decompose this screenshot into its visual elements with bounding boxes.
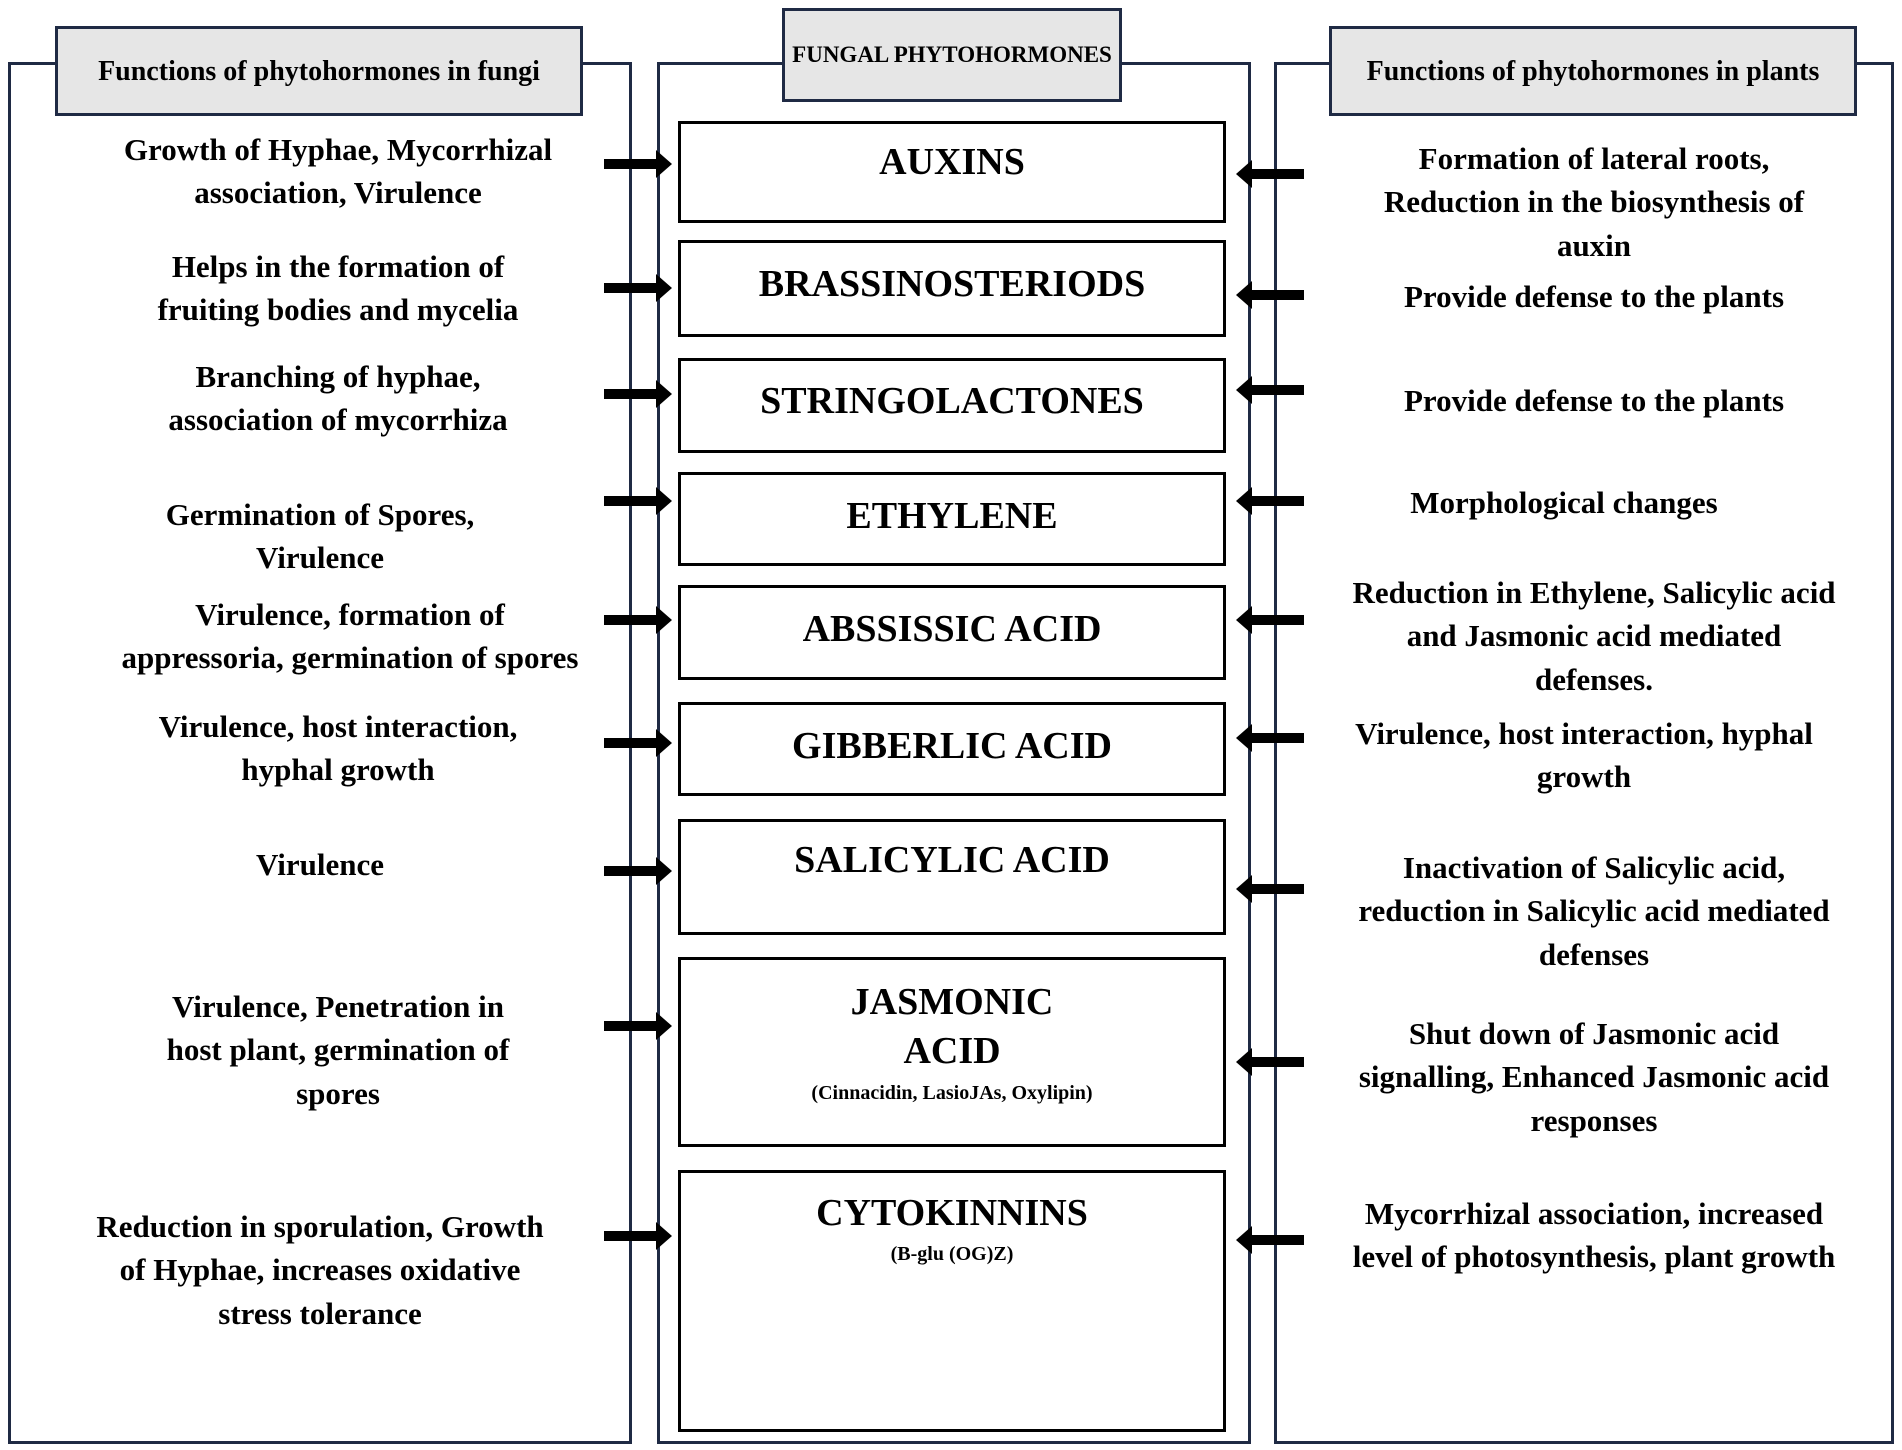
hormone-name: JASMONIC ACID <box>850 981 1054 1073</box>
arrow-left-icon <box>1236 724 1304 752</box>
arrow-right-icon <box>604 1222 672 1250</box>
plant-function-cytokinnins: Mycorrhizal association, increased level… <box>1352 1196 1836 1275</box>
hormone-name: AUXINS <box>879 141 1025 183</box>
plant-function-auxins: Formation of lateral roots, Reduction in… <box>1383 141 1805 263</box>
arrow-left-icon <box>1236 1048 1304 1076</box>
fungi-function-gibberlic-acid: Virulence, host interaction, hyphal grow… <box>158 709 518 788</box>
hormone-box-salicylic-acid: SALICYLIC ACID <box>678 819 1226 935</box>
header-fungi-functions: Functions of phytohormones in fungi <box>55 26 583 116</box>
hormone-name: ETHYLENE <box>846 495 1058 537</box>
fungi-function-stringolactones: Branching of hyphae, association of myco… <box>168 359 508 438</box>
hormone-box-cytokinnins: CYTOKINNINS (B-glu (OG)Z) <box>678 1170 1226 1432</box>
hormone-name: BRASSINOSTERIODS <box>758 263 1146 305</box>
plant-functions-panel <box>1274 62 1894 1444</box>
hormone-box-stringolactones: STRINGOLACTONES <box>678 358 1226 453</box>
arrow-left-icon <box>1236 376 1304 404</box>
arrow-left-icon <box>1236 875 1304 903</box>
arrow-left-icon <box>1236 160 1304 188</box>
hormone-subtypes: (Cinnacidin, LasioJAs, Oxylipin) <box>811 1081 1093 1104</box>
arrow-right-icon <box>604 857 672 885</box>
hormone-subtypes: (B-glu (OG)Z) <box>890 1243 1014 1266</box>
header-plant-functions: Functions of phytohormones in plants <box>1329 26 1857 116</box>
hormone-box-brassinosteriods: BRASSINOSTERIODS <box>678 240 1226 337</box>
arrow-right-icon <box>604 1012 672 1040</box>
arrow-right-icon <box>604 487 672 515</box>
plant-function-abssissic-acid: Reduction in Ethylene, Salicylic acid an… <box>1352 575 1836 697</box>
header-fungi-functions-text: Functions of phytohormones in fungi <box>98 55 540 87</box>
plant-function-stringolactones: Provide defense to the plants <box>1403 383 1785 418</box>
arrow-right-icon <box>604 274 672 302</box>
fungi-function-auxins: Growth of Hyphae, Mycorrhizal associatio… <box>123 132 553 211</box>
arrow-right-icon <box>604 150 672 178</box>
hormone-name: SALICYLIC ACID <box>794 839 1110 881</box>
plant-function-gibberlic-acid: Virulence, host interaction, hyphal grow… <box>1355 716 1813 795</box>
plant-function-jasmonic-acid: Shut down of Jasmonic acid signalling, E… <box>1358 1016 1830 1138</box>
header-fungal-phytohormones: FUNGAL PHYTOHORMONES <box>782 8 1122 102</box>
hormone-name: CYTOKINNINS <box>816 1192 1088 1234</box>
fungi-functions-panel <box>8 62 632 1444</box>
arrow-right-icon <box>604 729 672 757</box>
fungi-function-brassinosteriods: Helps in the formation of fruiting bodie… <box>157 249 519 328</box>
arrow-left-icon <box>1236 281 1304 309</box>
hormone-box-jasmonic-acid: JASMONIC ACID (Cinnacidin, LasioJAs, Oxy… <box>678 957 1226 1147</box>
hormone-box-ethylene: ETHYLENE <box>678 472 1226 566</box>
hormone-name: STRINGOLACTONES <box>760 380 1144 422</box>
hormone-box-gibberlic-acid: GIBBERLIC ACID <box>678 702 1226 796</box>
arrow-left-icon <box>1236 487 1304 515</box>
hormone-box-auxins: AUXINS <box>678 121 1226 223</box>
arrow-left-icon <box>1236 606 1304 634</box>
fungi-function-cytokinnins: Reduction in sporulation, Growth of Hyph… <box>96 1209 544 1331</box>
plant-function-brassinosteriods: Provide defense to the plants <box>1403 279 1785 314</box>
hormone-name: ABSSISSIC ACID <box>802 608 1102 650</box>
header-fungal-phytohormones-text: FUNGAL PHYTOHORMONES <box>792 41 1112 67</box>
arrow-right-icon <box>604 606 672 634</box>
arrow-right-icon <box>604 380 672 408</box>
hormone-name: GIBBERLIC ACID <box>792 725 1112 767</box>
fungi-function-abssissic-acid: Virulence, formation of appressoria, ger… <box>121 597 579 676</box>
fungi-function-salicylic-acid: Virulence <box>256 847 384 882</box>
fungi-function-ethylene: Germination of Spores, Virulence <box>165 497 475 576</box>
plant-function-ethylene: Morphological changes <box>1410 485 1718 520</box>
header-plant-functions-text: Functions of phytohormones in plants <box>1366 55 1820 87</box>
fungi-function-jasmonic-acid: Virulence, Penetration in host plant, ge… <box>166 989 510 1111</box>
hormone-box-abssissic-acid: ABSSISSIC ACID <box>678 585 1226 680</box>
plant-function-salicylic-acid: Inactivation of Salicylic acid, reductio… <box>1358 850 1830 972</box>
arrow-left-icon <box>1236 1226 1304 1254</box>
